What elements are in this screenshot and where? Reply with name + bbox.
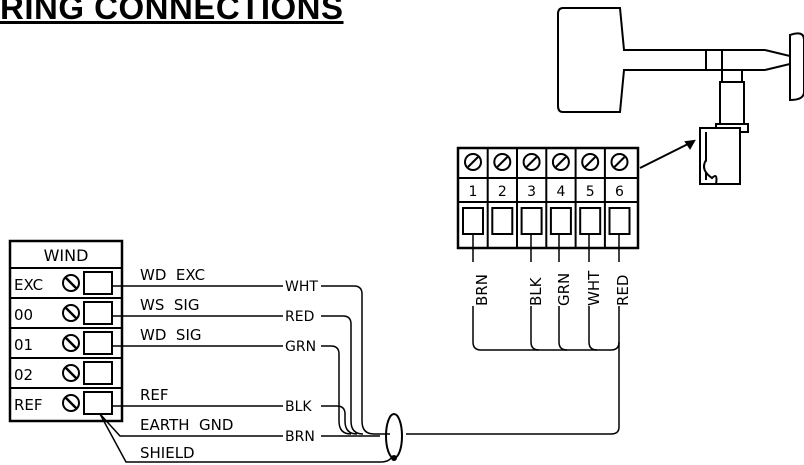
jb-wire-label-6: RED: [614, 275, 632, 306]
cable-shield-icon: [385, 413, 403, 459]
logger-clamp: [83, 331, 113, 355]
jb-terminal-number: 5: [586, 184, 595, 200]
jb-terminal-number: 3: [527, 184, 536, 200]
jb-terminal-number: 2: [498, 184, 507, 200]
jb-wire-label-4: GRN: [555, 273, 573, 306]
wire-color-red: RED: [285, 309, 314, 325]
jb-terminal-number: 4: [556, 184, 565, 200]
junction-box-wires: [472, 234, 620, 427]
signal-label-ref: REF: [140, 386, 169, 404]
logger-clamp: [83, 271, 113, 295]
jb-screw-icon: [493, 153, 512, 171]
logger-screw-icon: [62, 274, 80, 292]
logger-clamp: [83, 301, 113, 325]
shield-connection-dot: [391, 455, 397, 461]
jb-clamp: [579, 207, 602, 235]
terminal-label-01: 01: [14, 336, 33, 354]
jb-screw-icon: [581, 153, 600, 171]
terminal-label-00: 00: [14, 306, 33, 324]
jb-clamp: [491, 207, 514, 235]
jb-clamp: [608, 207, 631, 235]
jb-screw-icon: [610, 153, 629, 171]
logger-screw-icon: [62, 394, 80, 412]
jb-wire-label-5: WHT: [585, 270, 603, 306]
wire-color-blk: BLK: [285, 399, 312, 415]
terminal-label-02: 02: [14, 366, 33, 384]
wind-sensor-icon: [557, 7, 804, 185]
logger-clamp: [83, 391, 113, 415]
page-title: RING CONNECTIONS: [0, 0, 344, 26]
terminal-label-exc: EXC: [14, 276, 43, 294]
terminal-label-ref: REF: [14, 396, 43, 414]
jb-clamp: [549, 207, 572, 235]
junction-box: 1 2 3 4 5 6: [456, 146, 640, 250]
jb-screw-icon: [551, 153, 570, 171]
jb-screw-icon: [464, 153, 482, 171]
jb-clamp: [520, 207, 543, 235]
jb-wire-label-1: BRN: [473, 274, 491, 306]
signal-label-wd-exc: WD EXC: [140, 266, 205, 284]
wire-color-wht: WHT: [285, 279, 318, 295]
logger-wires: [99, 285, 620, 463]
signal-label-ws-sig: WS SIG: [140, 296, 199, 314]
logger-screw-icon: [62, 304, 80, 322]
jb-screw-icon: [522, 153, 541, 171]
logger-clamp: [83, 361, 113, 385]
jb-wire-label-3: BLK: [527, 276, 545, 306]
jb-terminal-number: 6: [615, 184, 624, 200]
logger-screw-icon: [62, 334, 80, 352]
wire-color-brn: BRN: [285, 429, 315, 445]
signal-label-earth-gnd: EARTH GND: [140, 416, 233, 434]
logger-screw-icon: [62, 364, 80, 382]
wind-header: WIND: [44, 246, 89, 265]
wind-terminal-block: [8, 239, 124, 423]
signal-label-wd-sig: WD SIG: [140, 326, 202, 344]
jb-clamp: [462, 207, 484, 235]
wire-color-grn: GRN: [285, 339, 316, 355]
signal-label-shield: SHIELD: [140, 444, 195, 462]
jb-terminal-number: 1: [469, 184, 478, 200]
